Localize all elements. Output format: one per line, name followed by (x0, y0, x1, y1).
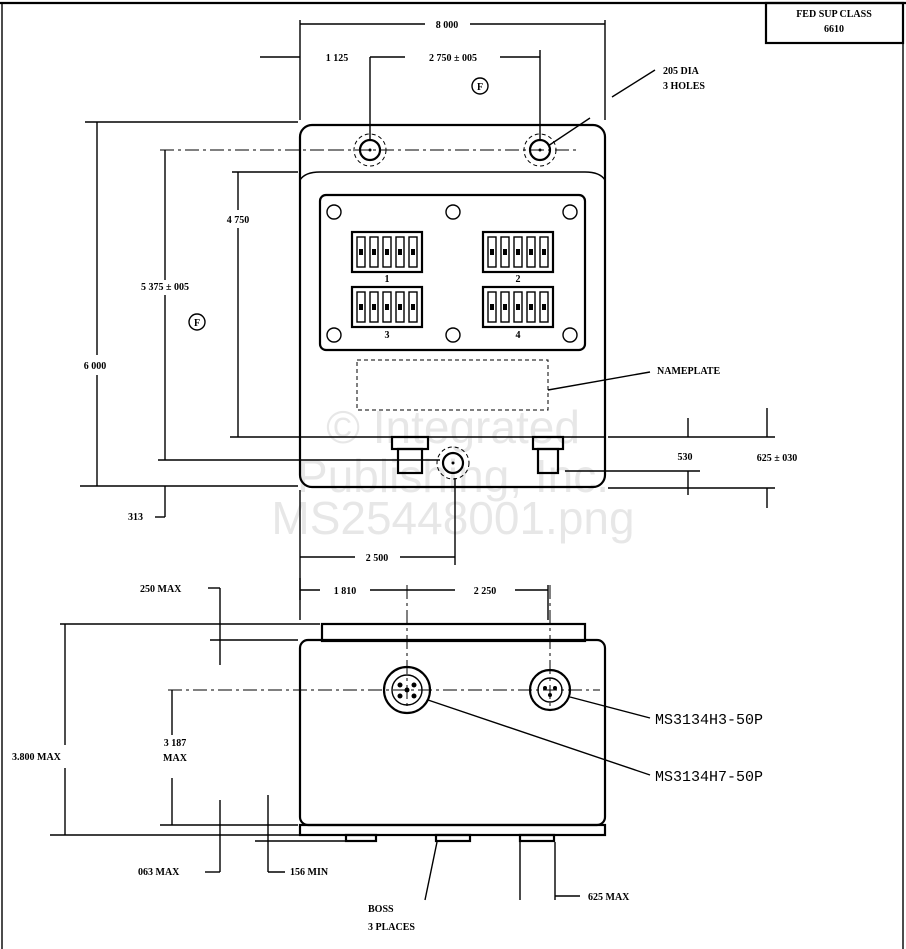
terminal-number: 1 (385, 274, 390, 285)
boss (344, 833, 378, 843)
dim-3187-max: MAX (163, 753, 188, 764)
terminal-number: 3 (385, 330, 390, 341)
terminal-block (481, 285, 555, 329)
dim-530: 530 (678, 452, 693, 463)
dim-063-max: 063 MAX (138, 867, 180, 878)
terminal-number: 4 (516, 330, 521, 341)
svg-text:© Integrated: © Integrated (326, 401, 580, 453)
holes-note: 205 DIA (663, 66, 700, 77)
dim-2500: 2 500 (366, 553, 389, 564)
base-strip (298, 823, 607, 837)
title-block-label: FED SUP CLASS (796, 9, 872, 20)
connector-stub (531, 435, 565, 475)
title-block-value: 6610 (824, 24, 844, 35)
nameplate-label: NAMEPLATE (657, 366, 720, 377)
dim-2250: 2 250 (474, 586, 497, 597)
finish-mark: F (477, 82, 483, 93)
boss-count: 3 PLACES (368, 922, 415, 933)
dim-hole-vertical: 5 375 ± 005 (141, 282, 189, 293)
dim-hole-offset: 1 125 (326, 53, 349, 64)
enclosure-body (298, 123, 607, 489)
dim-313: 313 (128, 512, 143, 523)
terminal-block (481, 230, 555, 274)
dim-inner-height: 4 750 (227, 215, 250, 226)
dim-hole-spacing: 2 750 ± 005 (429, 53, 477, 64)
dim-156-min: 156 MIN (290, 867, 329, 878)
dim-3800-max: 3.800 MAX (12, 752, 62, 763)
boss-label: BOSS (368, 904, 394, 915)
connector-large (382, 665, 432, 715)
dim-1810: 1 810 (334, 586, 357, 597)
finish-mark: F (194, 318, 200, 329)
mounting-hole (436, 446, 470, 480)
holes-note-count: 3 HOLES (663, 81, 705, 92)
terminal-block (350, 230, 424, 274)
terminal-panel (318, 193, 587, 352)
dim-overall-height: 6 000 (84, 361, 107, 372)
terminal-block (350, 285, 424, 329)
dim-overall-width: 8 000 (436, 20, 459, 31)
connector-large-label: MS3134H7-50P (655, 769, 763, 786)
cover-lip (320, 622, 587, 643)
connector-stub (390, 435, 430, 475)
svg-text:MS25448001.png: MS25448001.png (271, 492, 634, 544)
terminal-blocks (350, 230, 555, 329)
boss (434, 833, 472, 843)
connector-small (528, 668, 572, 712)
title-block: FED SUP CLASS 6610 (764, 1, 905, 45)
side-body (298, 638, 607, 827)
dim-625: 625 ± 030 (757, 453, 798, 464)
dim-250-max: 250 MAX (140, 584, 182, 595)
side-view: MS3134H3-50P MS3134H7-50P 1 810 2 250 25… (12, 578, 763, 933)
dim-625-max: 625 MAX (588, 892, 630, 903)
terminal-number: 2 (516, 274, 521, 285)
top-view: 1 2 3 4 NAMEPLATE 8 000 1 125 2 750 ± 00… (80, 20, 797, 600)
nameplate-outline (356, 359, 549, 411)
connector-small-label: MS3134H3-50P (655, 712, 763, 729)
dim-3187: 3 187 (164, 738, 187, 749)
boss (518, 833, 556, 843)
